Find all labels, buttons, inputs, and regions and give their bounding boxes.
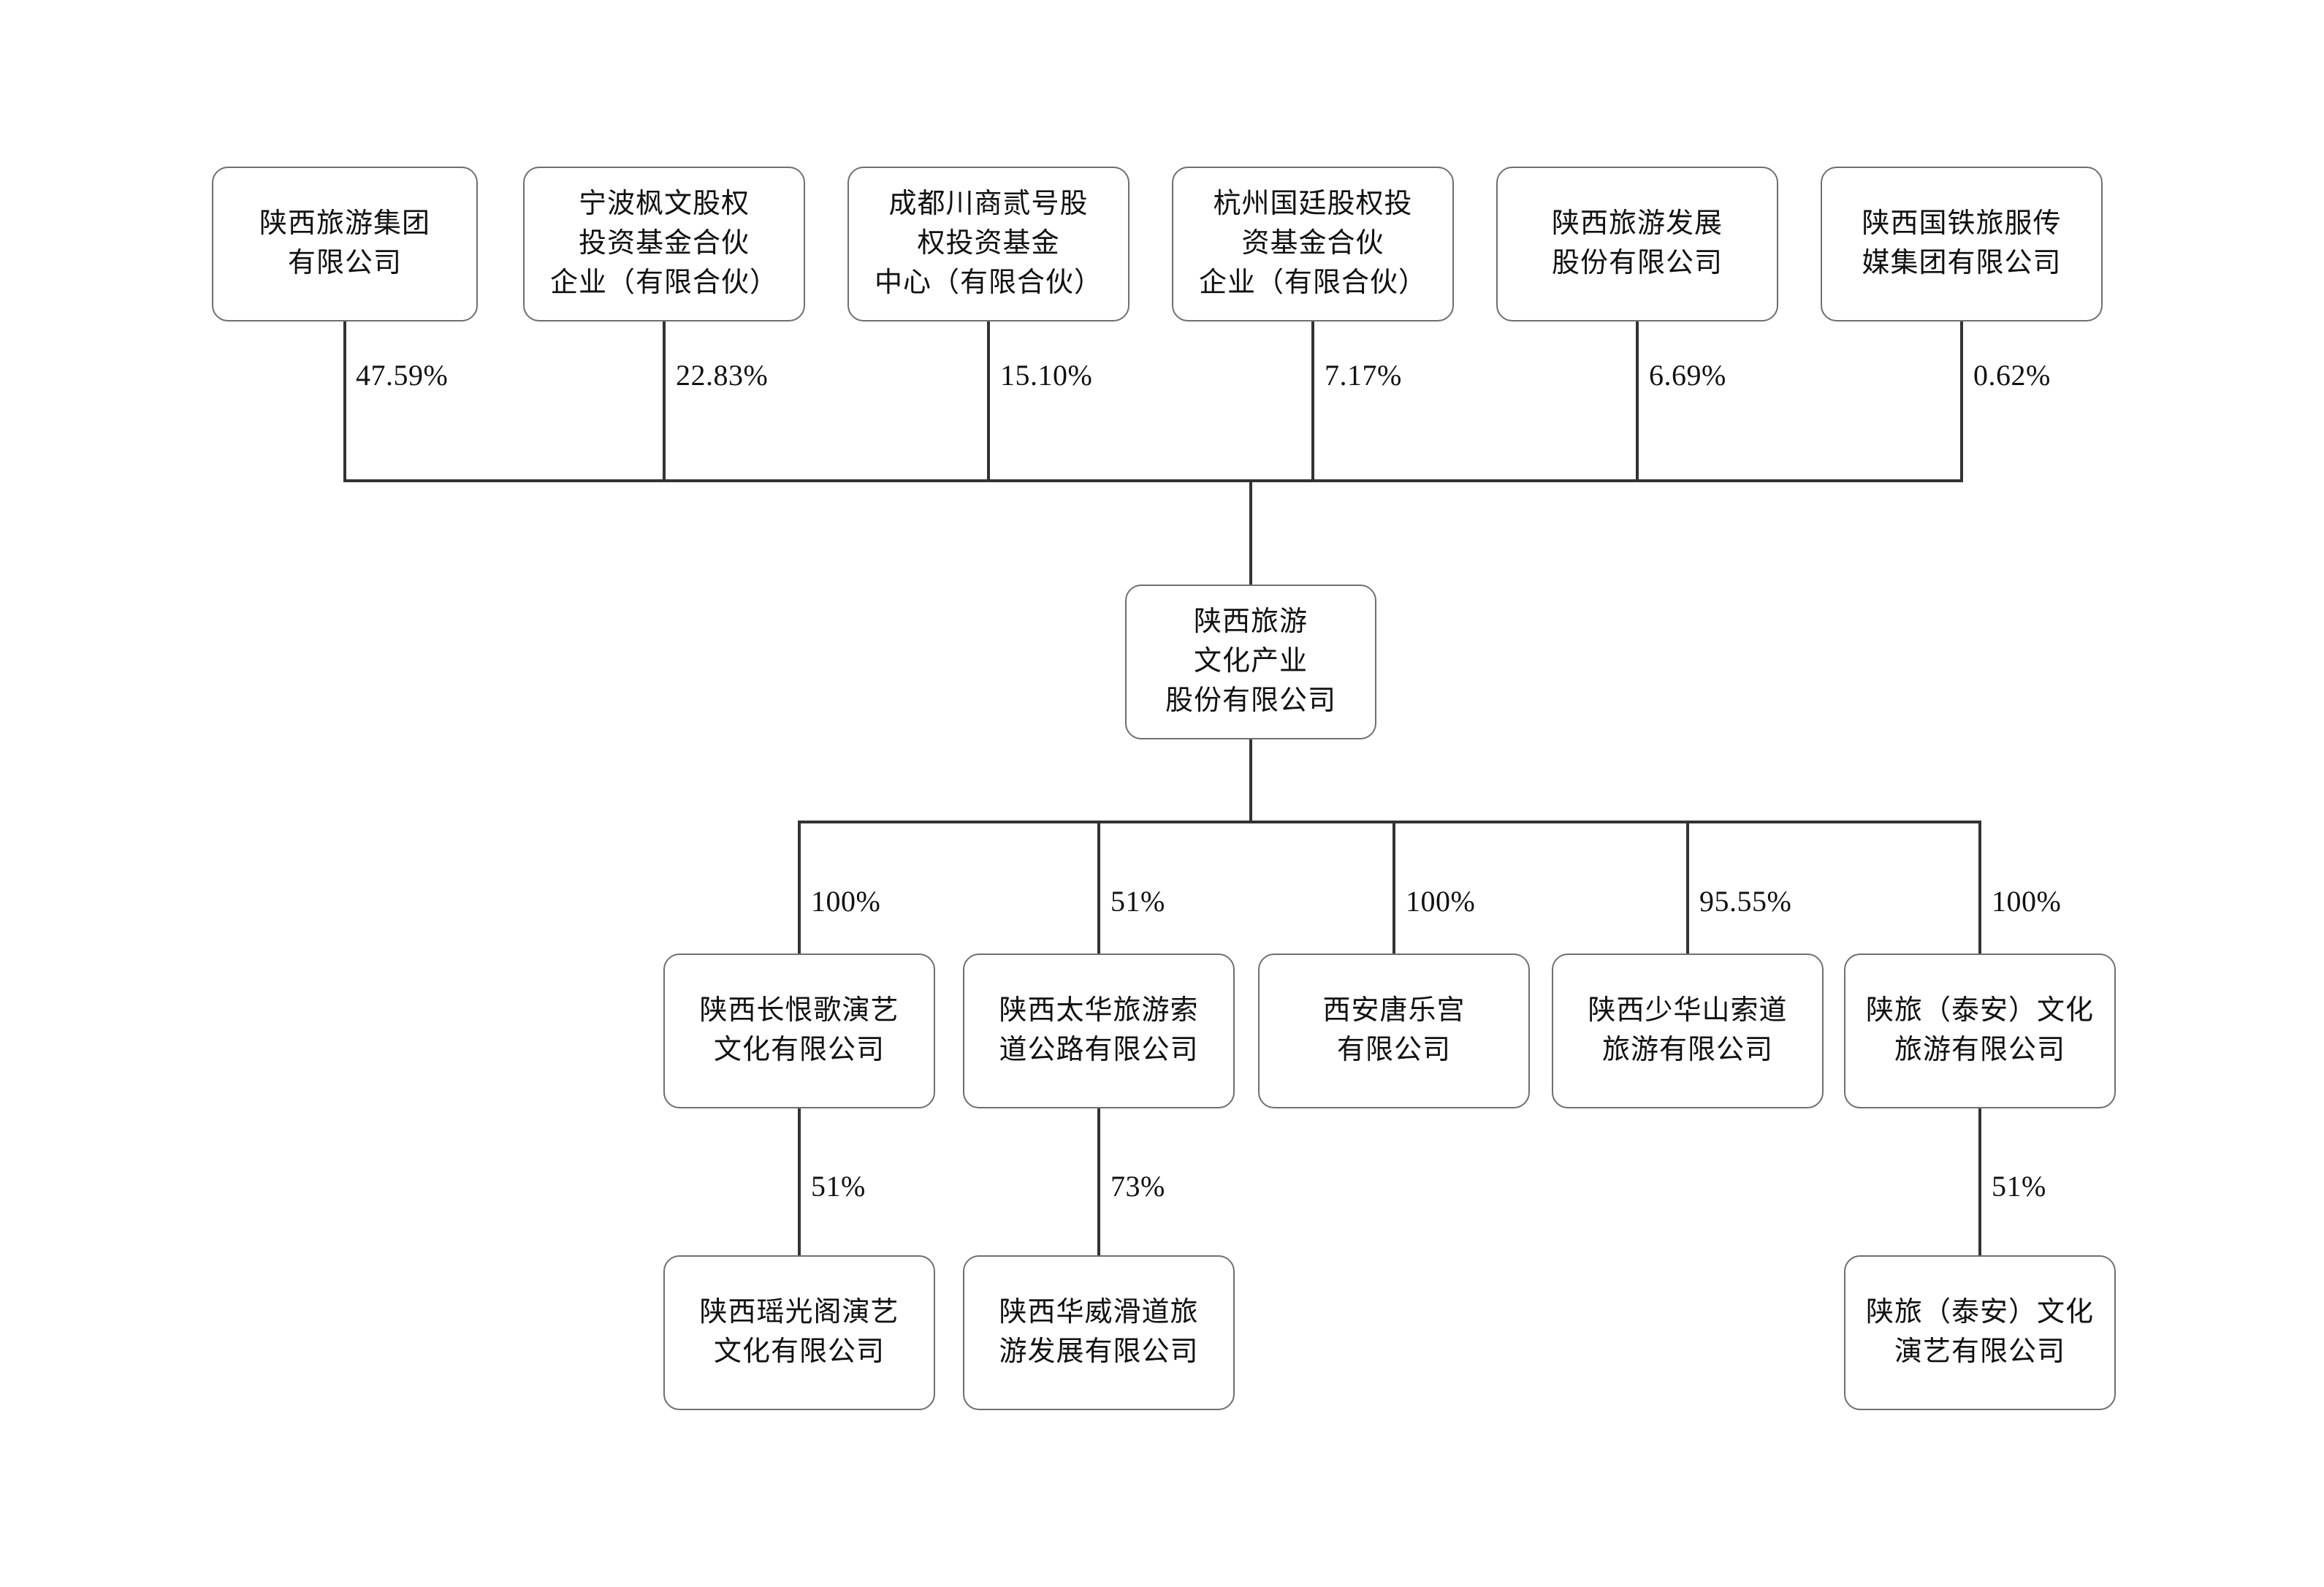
percent-label-sh5: 6.69% — [1649, 359, 1726, 392]
grandchild-box-3[interactable]: 陕旅（泰安）文化 演艺有限公司 — [1844, 1255, 2116, 1410]
percent-label-sub2: 51% — [1110, 885, 1165, 918]
parent-company-box[interactable]: 陕西旅游 文化产业 股份有限公司 — [1125, 585, 1376, 739]
subsidiary-box-1[interactable]: 陕西长恨歌演艺 文化有限公司 — [663, 954, 935, 1108]
percent-label-g3: 51% — [1992, 1170, 2046, 1203]
percent-label-sh1: 47.59% — [356, 359, 449, 392]
grandchild-box-2[interactable]: 陕西华威滑道旅 游发展有限公司 — [963, 1255, 1235, 1410]
shareholder-box-6[interactable]: 陕西国铁旅服传 媒集团有限公司 — [1821, 167, 2103, 321]
shareholder-box-2[interactable]: 宁波枫文股权 投资基金合伙 企业（有限合伙） — [523, 167, 805, 321]
shareholder-box-3[interactable]: 成都川商贰号股 权投资基金 中心（有限合伙） — [847, 167, 1129, 321]
percent-label-sh6: 0.62% — [1973, 359, 2051, 392]
percent-label-g2: 73% — [1110, 1170, 1165, 1203]
percent-label-sub5: 100% — [1992, 885, 2062, 918]
percent-label-sh3: 15.10% — [1000, 359, 1093, 392]
subsidiary-box-2[interactable]: 陕西太华旅游索 道公路有限公司 — [963, 954, 1235, 1108]
percent-label-sub1: 100% — [811, 885, 881, 918]
percent-label-sub3: 100% — [1406, 885, 1476, 918]
shareholder-box-5[interactable]: 陕西旅游发展 股份有限公司 — [1496, 167, 1778, 321]
percent-label-sh4: 7.17% — [1325, 359, 1402, 392]
subsidiary-box-5[interactable]: 陕旅（泰安）文化 旅游有限公司 — [1844, 954, 2116, 1108]
grandchild-box-1[interactable]: 陕西瑶光阁演艺 文化有限公司 — [663, 1255, 935, 1410]
subsidiary-box-3[interactable]: 西安唐乐宫 有限公司 — [1258, 954, 1530, 1108]
percent-label-sh2: 22.83% — [676, 359, 769, 392]
shareholder-box-1[interactable]: 陕西旅游集团 有限公司 — [212, 167, 478, 321]
shareholder-box-4[interactable]: 杭州国廷股权投 资基金合伙 企业（有限合伙） — [1172, 167, 1454, 321]
percent-label-sub4: 95.55% — [1699, 885, 1792, 918]
subsidiary-box-4[interactable]: 陕西少华山索道 旅游有限公司 — [1552, 954, 1824, 1108]
percent-label-g1: 51% — [811, 1170, 866, 1203]
